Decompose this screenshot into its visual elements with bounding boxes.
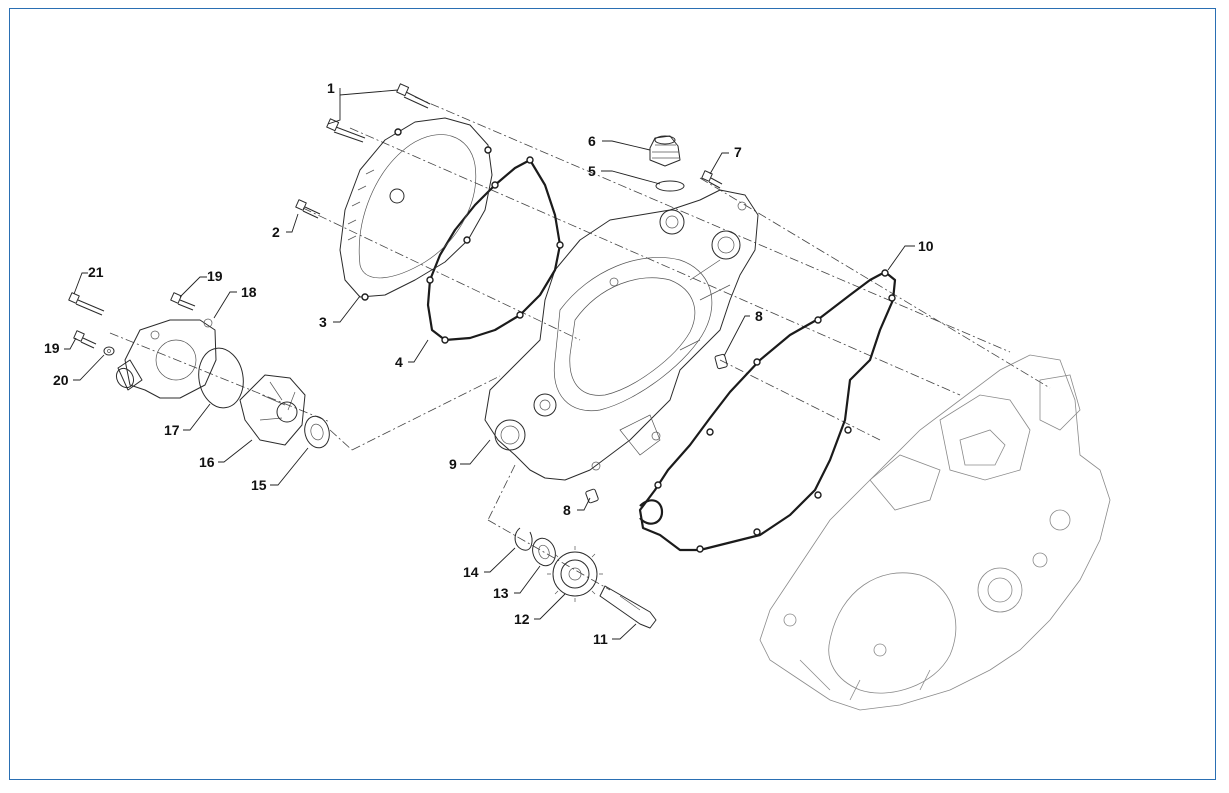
callout-13: 13	[493, 585, 509, 601]
screw-1b	[326, 118, 366, 143]
crankcase	[759, 354, 1111, 711]
water-pump-parts	[115, 318, 330, 449]
callout-11: 11	[593, 631, 608, 647]
callout-18: 18	[241, 284, 257, 300]
leader-lines	[64, 88, 915, 640]
callout-4: 4	[395, 354, 403, 370]
callout-20: 20	[53, 372, 69, 388]
callout-17: 17	[164, 422, 180, 438]
oil-filler-plug	[649, 135, 685, 192]
callout-7: 7	[734, 144, 742, 160]
callout-14: 14	[463, 564, 479, 580]
washer-20	[103, 346, 115, 356]
dowel-pins	[585, 353, 728, 504]
cover-gasket	[426, 156, 564, 344]
gear-12	[547, 546, 603, 602]
screw-2	[295, 199, 321, 219]
callout-8a: 8	[755, 308, 763, 324]
callout-5: 5	[588, 163, 596, 179]
callout-2: 2	[272, 224, 280, 240]
callout-8b: 8	[563, 502, 571, 518]
impeller-16	[239, 374, 306, 446]
callout-19a: 19	[207, 268, 223, 284]
water-pump-shaft-assembly	[514, 527, 657, 629]
screws	[68, 83, 723, 356]
callout-3: 3	[319, 314, 327, 330]
callout-9: 9	[449, 456, 457, 472]
callout-16: 16	[199, 454, 215, 470]
callout-1: 1	[327, 80, 335, 96]
callout-21: 21	[88, 264, 104, 280]
callout-labels: 1 2 3 4 5 6 7 8 8 9 10 11 12 13 14 15 16…	[44, 80, 934, 647]
screw-7	[701, 170, 723, 189]
outer-clutch-cover	[339, 117, 493, 301]
screw-19a	[170, 292, 196, 311]
diagram-frame	[9, 8, 1216, 780]
inner-clutch-cover	[484, 189, 759, 481]
crankcase-gasket	[638, 269, 897, 553]
callout-15: 15	[251, 477, 267, 493]
callout-10: 10	[918, 238, 934, 254]
alignment-axes	[109, 96, 1051, 591]
callout-6: 6	[588, 133, 596, 149]
pump-cover-18	[115, 318, 217, 399]
callout-12: 12	[514, 611, 530, 627]
callout-19b: 19	[44, 340, 60, 356]
screw-19b	[73, 330, 97, 349]
screw-21	[68, 292, 105, 316]
screw-1a	[396, 83, 431, 109]
